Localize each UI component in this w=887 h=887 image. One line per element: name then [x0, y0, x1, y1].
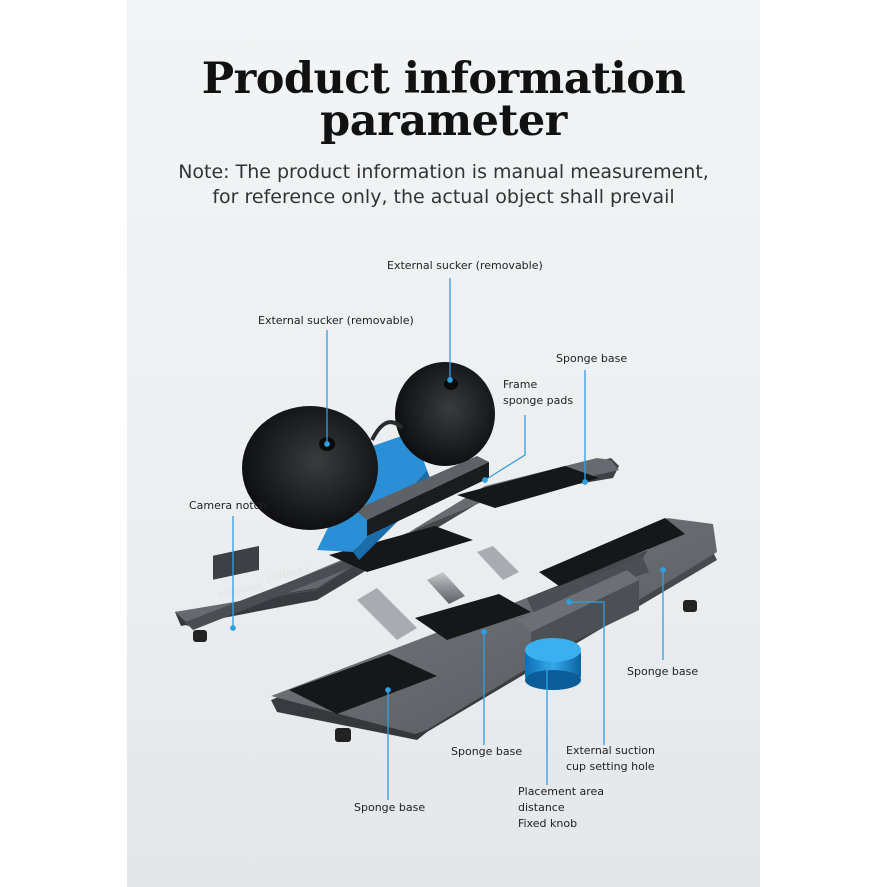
label-placement-area: Placement area	[518, 785, 605, 798]
note-line1: Note: The product information is manual …	[178, 161, 709, 183]
slider-block	[517, 570, 639, 632]
sponge-pad-back-right	[457, 466, 599, 508]
label-external-sucker-left: External sucker (removable)	[258, 314, 414, 327]
label-external-suction-hole: External suction cup setting hole	[566, 743, 655, 775]
label-sponge-pads: sponge pads	[503, 394, 574, 407]
label-sponge-base-top: Sponge base	[556, 352, 628, 365]
label-sponge-base-right: Sponge base	[627, 665, 699, 678]
product-illustration: MECHANIC UNIMAX	[175, 278, 717, 800]
note-line2: for reference only, the actual object sh…	[212, 186, 675, 208]
label-external-sucker-top: External sucker (removable)	[387, 259, 543, 272]
guide-rods	[357, 546, 519, 640]
label-distance: distance	[518, 801, 565, 814]
frame-holder	[355, 456, 489, 520]
sponge-pad-front-mid	[415, 594, 531, 640]
suction-cup-right	[395, 362, 495, 466]
product-info-card: Product information parameter Note: The …	[127, 0, 760, 887]
label-external-suction: External suction	[566, 744, 655, 757]
fixed-knob	[525, 638, 581, 690]
label-sponge-base-center: Sponge base	[451, 745, 523, 758]
sponge-pad-front-left	[289, 654, 437, 714]
page-title-line2: parameter	[320, 96, 567, 146]
leader-lines	[230, 278, 666, 800]
label-frame: Frame	[503, 378, 538, 391]
page-title-line1: Product information	[201, 54, 686, 104]
label-cup-setting-hole: cup setting hole	[566, 760, 655, 773]
sponge-pad-front-right	[539, 518, 685, 586]
label-camera-notch: Camera notch	[189, 499, 267, 512]
label-fixed-knob: Fixed knob	[518, 817, 578, 830]
label-sponge-base-bottom: Sponge base	[354, 801, 426, 814]
sponge-pad-back-left	[329, 526, 473, 572]
label-frame-sponge-pads: Frame sponge pads	[503, 377, 573, 409]
label-placement-knob: Placement area distance Fixed knob	[518, 784, 604, 832]
